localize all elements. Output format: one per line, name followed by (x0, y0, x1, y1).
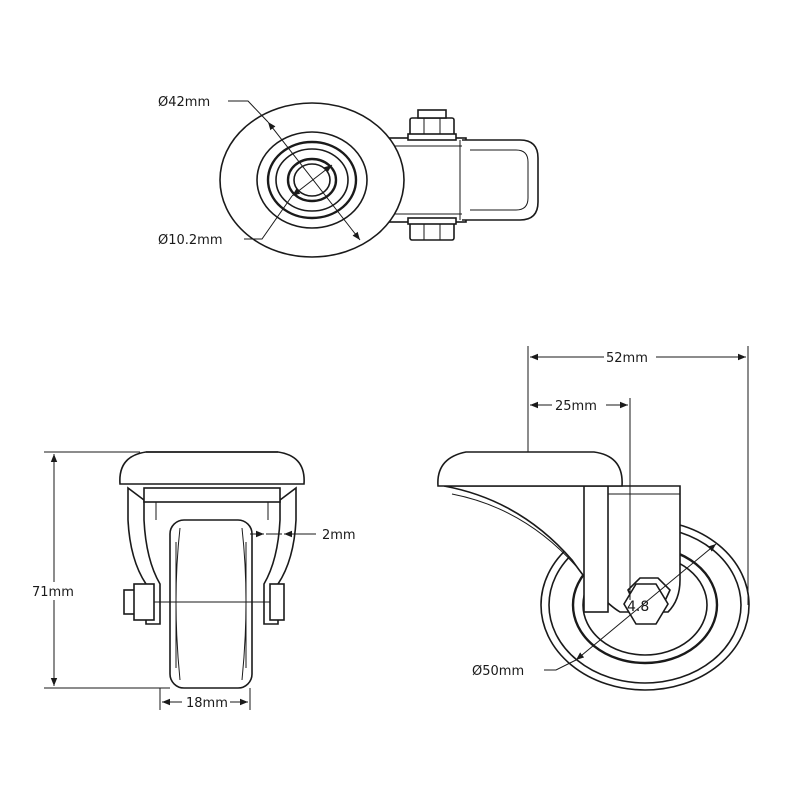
front-view: 71mm 2mm 18mm (30, 451, 356, 711)
front-view-wheel (169, 519, 253, 689)
side-view-plate (437, 451, 623, 487)
dimension-height: 71mm (30, 451, 170, 689)
side-view: 4.8 52mm 25mm Ø50mm (437, 346, 750, 691)
axle-offset-label: 25mm (555, 399, 597, 414)
wheel-width-label: 18mm (186, 696, 228, 711)
top-view-bracket (387, 109, 539, 241)
front-view-plate (119, 451, 305, 485)
bore-diameter-label: Ø10.2mm (158, 233, 223, 248)
height-label: 71mm (32, 585, 74, 600)
dimension-overall-offset: 52mm (527, 346, 749, 605)
dimension-bracket-thickness: 2mm (250, 528, 356, 543)
dimension-bore-diameter: Ø10.2mm (158, 164, 333, 248)
outer-diameter-label: Ø42mm (158, 95, 210, 110)
dimension-axle-offset: 25mm (530, 396, 631, 600)
dimension-wheel-width: 18mm (159, 688, 251, 711)
top-view: Ø42mm Ø10.2mm (158, 95, 539, 258)
bracket-thickness-label: 2mm (322, 528, 356, 543)
wheel-diameter-label: Ø50mm (472, 664, 524, 679)
overall-offset-label: 52mm (606, 351, 648, 366)
dimension-wheel-diameter: Ø50mm (472, 543, 717, 679)
front-view-axle (123, 583, 285, 621)
hex-nut-label: 4.8 (627, 599, 649, 615)
